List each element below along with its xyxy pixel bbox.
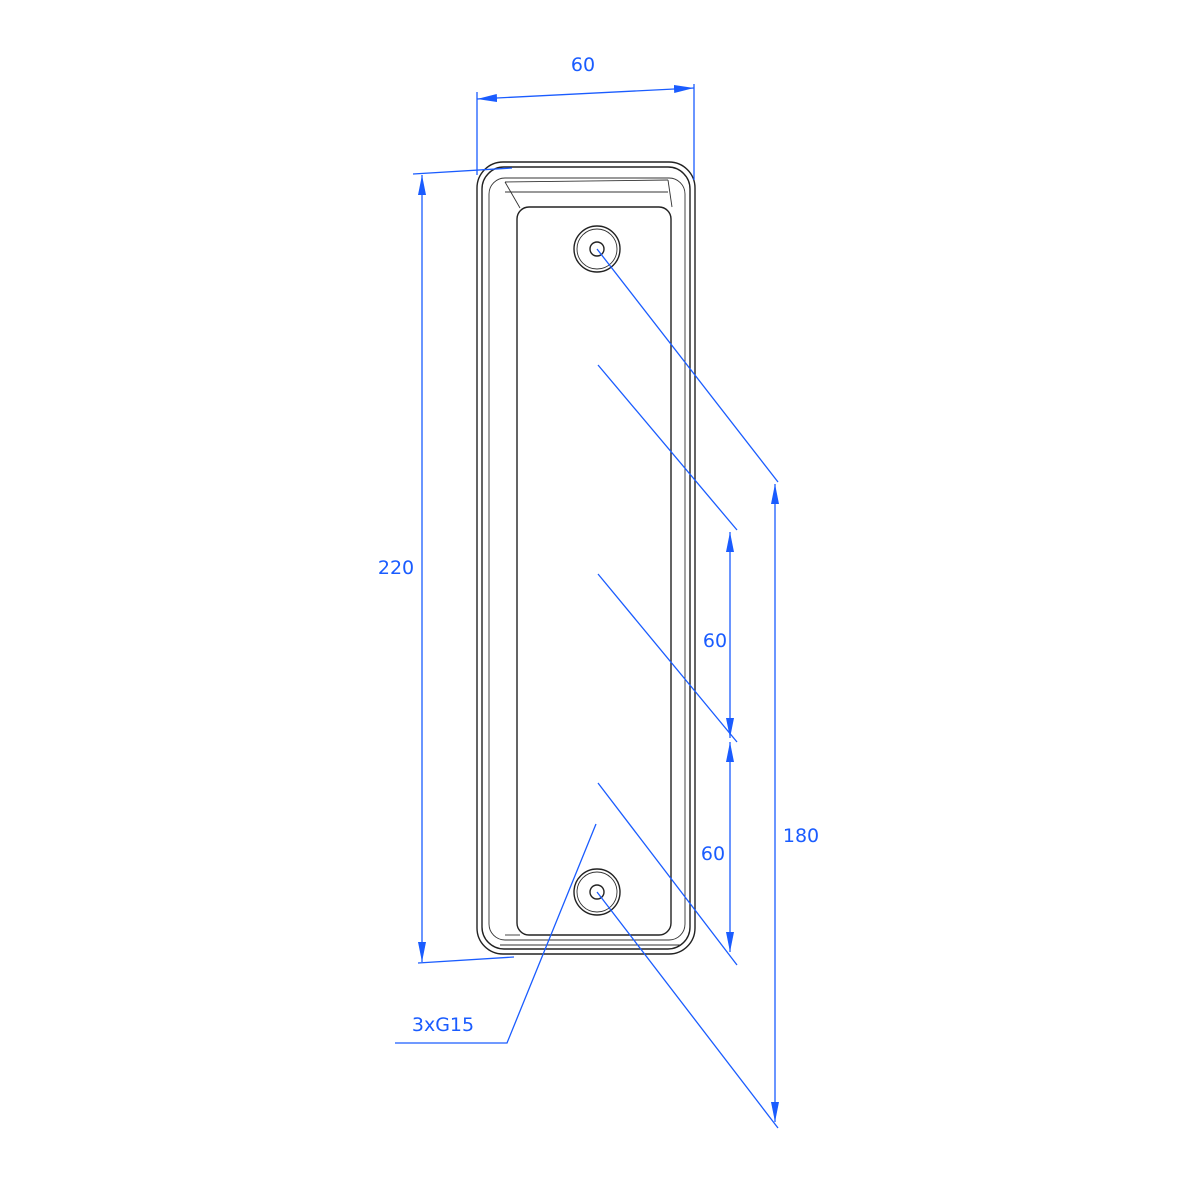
dimension-height: 220 xyxy=(378,167,515,964)
dimension-spacing-lower: 60 xyxy=(701,742,734,952)
thread-callout-label: 3xG15 xyxy=(412,1014,474,1036)
dimension-spacing-lower-label: 60 xyxy=(701,843,725,865)
mount-hole-top xyxy=(573,225,621,273)
thread-callout: 3xG15 xyxy=(395,823,597,1044)
mounting-plate xyxy=(476,161,696,955)
dimension-width: 60 xyxy=(476,54,695,180)
mount-hole-bottom xyxy=(573,868,621,916)
dimension-spacing-upper-label: 60 xyxy=(703,630,727,652)
dimension-mount-holes: 180 xyxy=(771,484,819,1122)
dimension-spacing-upper: 60 xyxy=(703,532,734,738)
extension-lines xyxy=(596,248,779,1129)
dimension-mount-holes-label: 180 xyxy=(783,825,819,847)
dimension-height-label: 220 xyxy=(378,557,414,579)
dimension-width-label: 60 xyxy=(571,54,595,76)
